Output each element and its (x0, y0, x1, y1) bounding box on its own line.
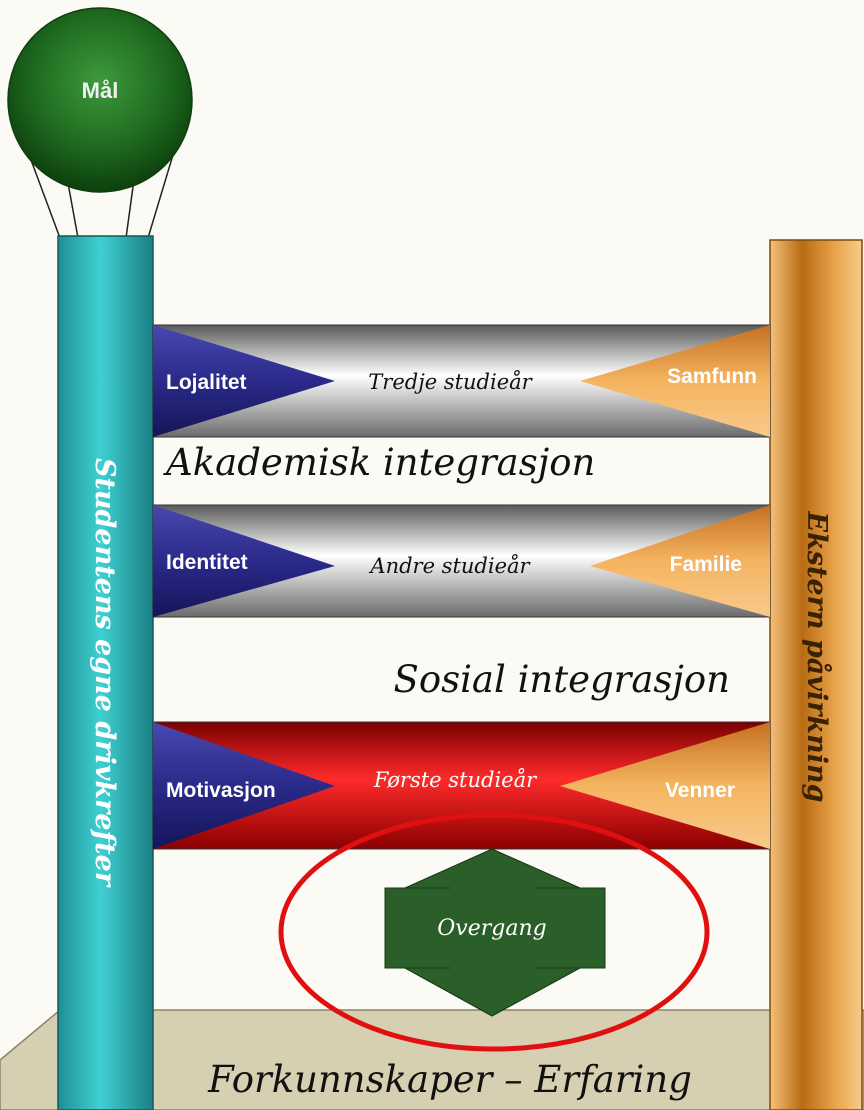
cone-left-second (153, 505, 335, 617)
bar-first-year-left-label: Motivasjon (166, 779, 276, 802)
bar-third-year: Lojalitet Samfunn Tredje studieår (152, 324, 771, 438)
ground-base (0, 1009, 864, 1110)
right-pillar-label: Ekstern påvirkning (801, 510, 834, 802)
cone-left-third (153, 325, 335, 437)
left-pillar-label: Studentens egne drivkrefter (89, 458, 120, 888)
ground-label: Forkunnskaper – Erfaring (207, 1058, 692, 1101)
right-pillar (769, 239, 863, 1110)
goal-balloon (7, 7, 193, 193)
bar-third-year-right-label: Samfunn (667, 365, 757, 388)
left-pillar (57, 235, 154, 1110)
academic-integration-label: Akademisk integrasjon (163, 441, 595, 484)
cone-left-first (153, 722, 335, 849)
bar-first-year-right-label: Venner (665, 779, 735, 802)
highlight-circle (278, 812, 710, 1052)
bar-third-year-title: Tredje studieår (368, 370, 533, 394)
goal-label: Mål (82, 78, 119, 103)
transition-arrow (384, 848, 606, 1017)
bar-first-year: Motivasjon Venner Første studieår (152, 721, 771, 850)
cone-right-first (560, 722, 770, 849)
bar-second-year: Identitet Familie Andre studieår (152, 504, 771, 618)
bar-third-year-left-label: Lojalitet (166, 371, 247, 394)
social-integration-label: Sosial integrasjon (393, 658, 730, 701)
cone-right-third (580, 325, 770, 437)
transition-label: Overgang (437, 916, 546, 941)
bar-first-year-title: Første studieår (373, 768, 538, 792)
cone-right-second (590, 505, 770, 617)
bar-second-year-left-label: Identitet (166, 551, 248, 574)
bar-second-year-right-label: Familie (670, 553, 742, 576)
bar-second-year-title: Andre studieår (368, 554, 531, 578)
